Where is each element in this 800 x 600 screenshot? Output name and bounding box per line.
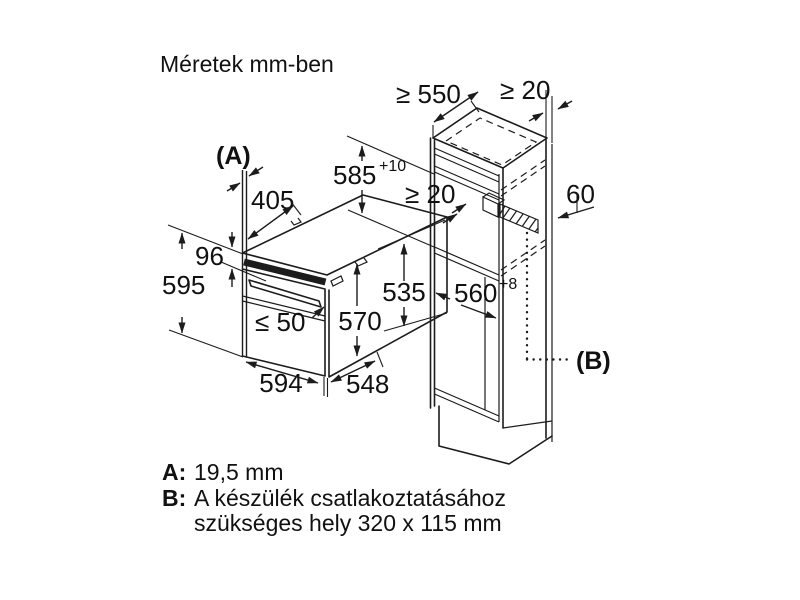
dim-min20-inner-arrow2: [442, 213, 458, 224]
ext-585-top: [346, 135, 435, 175]
dim-label-min20-top: ≥ 20: [500, 75, 550, 105]
cabinet-plinth: [438, 405, 553, 465]
dim-560-arrow-right: [460, 304, 497, 319]
cabinet-top-inner-dashed: [444, 117, 538, 166]
vent-hatch-strip: [499, 203, 539, 234]
wall-gap-ext-lines: [545, 90, 553, 143]
dim-min20-inner-arrow1: [451, 203, 467, 214]
dim-label-max50: ≤ 50: [255, 307, 305, 337]
legend-b-value-line2: szükséges hely 320 x 115 mm: [194, 510, 502, 536]
dim-label-548: 548: [346, 369, 389, 399]
dim-max50-arrow: [311, 306, 325, 319]
dim-line-405: [247, 205, 294, 240]
dim-label-560: 560: [454, 278, 497, 308]
legend-b-key: B:: [162, 485, 186, 511]
oven-side-slot: [330, 275, 344, 287]
dim-label-96: 96: [195, 241, 224, 271]
cabinet-top-panel-band: [434, 147, 500, 183]
dim-label-585-tolerance: +10: [379, 158, 406, 175]
ext-535-bottom: [383, 312, 448, 332]
hidden-ceiling-back-edge: [500, 159, 546, 197]
dim-corner-ticks: [323, 351, 384, 397]
door-front-edge-lines: [241, 170, 248, 357]
legend-a-value: 19,5 mm: [194, 459, 283, 485]
dim-min550-ticks: [432, 100, 480, 138]
oven-body-side: [328, 216, 448, 378]
cabinet-drawing: ≥ 550 ≥ 20 585 +10 ≥ 20 60 560 +8 (B): [333, 75, 611, 465]
oven-control-panel: [243, 258, 327, 286]
dim-label-60: 60: [566, 179, 595, 209]
niche-floor-shelf: [434, 246, 500, 282]
dim-560-arrow-left: [435, 292, 451, 301]
legend-b-value-line1: A készülék csatlakoztatásához: [194, 485, 506, 511]
dim-min20-top-arrow-left: [528, 112, 544, 122]
dim-label-min550: ≥ 550: [396, 79, 461, 109]
dim-label-595: 595: [162, 270, 205, 300]
ext-line-bottom: [168, 329, 244, 358]
legend-a-key: A:: [162, 459, 186, 485]
dim-60-arrow: [557, 206, 595, 219]
dim-line-594: [245, 361, 319, 384]
dim-line-548: [330, 360, 376, 383]
dim-label-570: 570: [338, 306, 381, 336]
dim-label-560-tolerance: +8: [499, 276, 517, 293]
callout-a-label: (A): [216, 142, 251, 170]
dim-min20-top-arrow-right: [557, 100, 573, 110]
niche-ceiling-shelf: [434, 165, 500, 201]
oven-drawing: (A) 405 96 595 ≤ 50 570 535 594: [162, 142, 448, 399]
hidden-floor-back-edge: [500, 239, 546, 277]
rear-spacer-block: [482, 192, 506, 218]
ext-585-bottom: [347, 209, 435, 248]
callout-a-arrow-left: [226, 182, 241, 192]
cabinet-bottom-shelf: [434, 387, 500, 423]
page-title: Méretek mm-ben: [160, 51, 334, 77]
dim-line-min550: [433, 91, 479, 123]
legend: A: 19,5 mm B: A készülék csatlakoztatásá…: [162, 459, 506, 536]
oven-back-notch: [290, 217, 302, 226]
callout-b-label: (B): [576, 347, 611, 375]
cabinet-front-left-edge: [429, 137, 436, 409]
callout-a-arrow-right: [248, 166, 264, 177]
dim-label-min20-inner: ≥ 20: [405, 179, 455, 209]
dim-label-535: 535: [382, 277, 425, 307]
dim-405-tick: [290, 201, 302, 216]
dim-label-585: 585: [333, 160, 376, 190]
ext-line-top: [167, 224, 244, 255]
ext-line-panel-bottom: [220, 261, 267, 282]
